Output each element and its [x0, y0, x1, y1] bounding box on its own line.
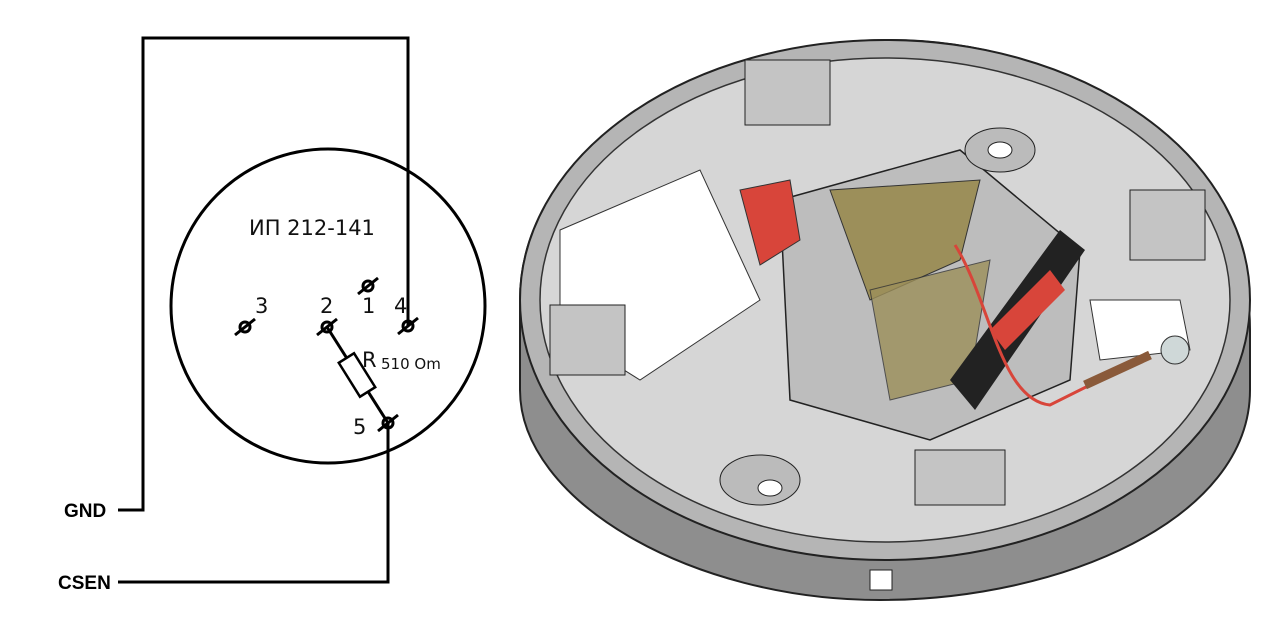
terminal-5-symbol — [377, 413, 399, 433]
resistor-symbol — [337, 351, 377, 399]
terminal-1-symbol — [357, 276, 379, 296]
device-label: ИП 212-141 — [249, 216, 375, 240]
csen-wire — [118, 423, 390, 584]
detector-outline — [169, 147, 487, 465]
terminal-5-label: 5 — [353, 415, 366, 439]
csen-label: CSEN — [58, 573, 111, 594]
terminal-2-label: 2 — [320, 294, 333, 318]
terminal-3-label: 3 — [255, 294, 268, 318]
terminal-4-label: 4 — [394, 294, 407, 318]
gnd-wire — [118, 36, 410, 512]
terminal-4-symbol — [397, 316, 419, 336]
gnd-label: GND — [64, 501, 106, 522]
terminal-3-symbol — [234, 317, 256, 337]
resistor-value: 510 Om — [381, 355, 441, 373]
resistor-name: R — [362, 348, 377, 372]
terminal-1-label: 1 — [362, 294, 375, 318]
terminal-2-symbol — [316, 317, 338, 337]
detector-base-render — [519, 38, 1251, 602]
